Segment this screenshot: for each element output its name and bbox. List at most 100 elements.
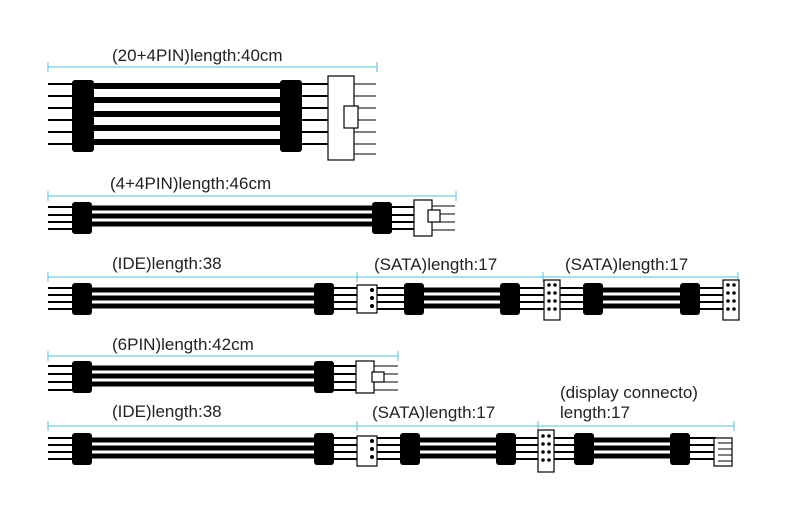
sata2-connector-holes [726,283,736,311]
eps-bundle [92,205,372,227]
sata2-bundle [602,287,682,309]
sata1-hole-b-3 [553,307,557,311]
label-sata-3: (SATA)length:17 [372,403,496,422]
display-connector-pins [718,442,732,462]
ide1-bundle [92,287,314,309]
atx-bundle [94,83,282,145]
dimension-6pin [47,351,399,361]
sata2-hole-b-2 [732,299,736,303]
pcie-sleeve-left [72,361,92,393]
display-sleeve-left [574,433,594,465]
eps-right-leads [390,206,416,230]
sata2-hole-b-0 [732,283,736,287]
sata3-connector [537,429,555,473]
ide2-pin-2 [370,455,374,459]
sata3-left-leads [377,437,400,460]
sata1-left-leads [377,287,404,310]
label-ide-2: (IDE)length:38 [112,402,222,421]
sata1-hole-a-2 [547,299,551,303]
display-right-leads [690,437,716,460]
sata3-hole-a-0 [541,434,545,438]
pcie-right-leads [332,365,358,391]
sata3-hole-b-0 [547,434,551,438]
pcie-sleeve-right [314,361,334,393]
dimension-ide-1 [47,272,358,282]
dimension-display [537,421,735,431]
sata1-right-leads [520,287,545,310]
sata2-sleeve-right [680,283,700,315]
sata3-hole-b-1 [547,442,551,446]
sata1-hole-b-0 [553,283,557,287]
ide2-molex-pins [370,439,374,459]
pcie-bundle [92,365,314,387]
dimension-ide-2 [47,421,358,431]
atx-left-leads [48,83,72,145]
label-ide-1: (IDE)length:38 [112,254,222,273]
atx-right-leads [300,83,330,145]
sata2-sleeve-left [583,283,603,315]
ide1-pin-0 [370,288,374,292]
sata1-hole-a-3 [547,307,551,311]
dimension-20-4pin [47,62,378,72]
display-sleeve-right [670,433,690,465]
dimension-sata-3 [356,421,539,431]
display-left-leads [554,437,576,460]
sata1-hole-a-0 [547,283,551,287]
sata2-connector [722,279,740,321]
ide1-molex-connector [356,284,378,314]
ide2-right-leads [332,437,358,460]
ide2-molex-connector [356,435,378,467]
ide2-pin-0 [370,439,374,443]
sata1-connector-holes [547,283,557,311]
display-bundle [594,437,672,459]
atx-connector-pins [354,83,376,155]
label-6pin: (6PIN)length:42cm [112,335,254,354]
sata1-connector [543,279,561,321]
atx-4pin-latch [343,105,359,129]
sata2-hole-b-3 [732,307,736,311]
atx-sleeve-left [72,80,94,152]
ide1-sleeve-right [314,283,334,315]
pcie-left-leads [48,365,72,391]
ide2-pin-1 [370,447,374,451]
sata3-bundle [418,437,498,459]
pcie-6pin-connector [355,360,375,394]
sata3-connector-holes [541,434,551,462]
sata3-hole-b-2 [547,450,551,454]
display-connector [713,437,733,467]
ide1-right-leads [332,287,358,310]
ide2-left-leads [48,437,72,460]
ide1-pin-2 [370,304,374,308]
sata3-right-leads [516,437,540,460]
eps-sleeve-left [72,202,92,234]
sata3-sleeve-left [400,433,420,465]
sata3-hole-a-3 [541,458,545,462]
label-sata-2: (SATA)length:17 [565,255,689,274]
label-4-4pin: (4+4PIN)length:46cm [110,174,272,193]
ide1-left-leads [48,287,72,310]
sata1-hole-a-1 [547,291,551,295]
label-display-length: length:17 [560,403,630,422]
sata2-hole-b-1 [732,291,736,295]
dimension-sata-2 [542,272,739,282]
pcie-connector-latch [371,371,385,383]
sata2-hole-a-1 [726,291,730,295]
eps-sleeve-right [372,202,392,234]
atx-sleeve-right [280,80,302,152]
eps-connector-latch [427,209,441,223]
sata2-hole-a-3 [726,307,730,311]
sata1-hole-b-1 [553,291,557,295]
ide2-bundle [92,437,314,459]
ide1-sleeve-left [72,283,92,315]
ide2-sleeve-left [72,433,92,465]
sata3-hole-b-3 [547,458,551,462]
label-20-4pin: (20+4PIN)length:40cm [112,46,283,65]
sata3-hole-a-2 [541,450,545,454]
sata1-hole-b-2 [553,299,557,303]
sata1-sleeve-left [404,283,424,315]
sata1-sleeve-right [500,283,520,315]
sata2-hole-a-0 [726,283,730,287]
label-sata-1: (SATA)length:17 [374,255,498,274]
sata2-left-leads [560,287,584,310]
